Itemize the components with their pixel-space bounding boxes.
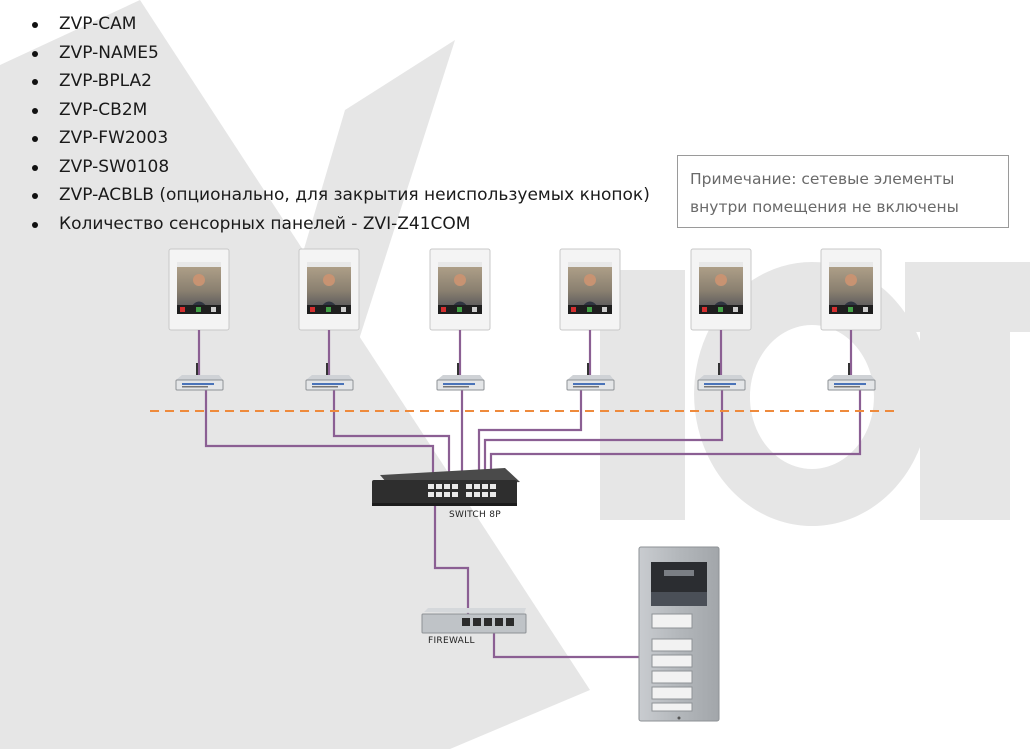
list-item: ZVP-NAME5 (30, 39, 650, 68)
panel-router-cables (197, 330, 853, 380)
router (436, 363, 485, 391)
door-station (638, 546, 720, 722)
watermark-letter-t-stem (920, 262, 1010, 520)
list-item: ZVP-CAM (30, 10, 650, 39)
routers (175, 363, 876, 391)
list-item: ZVP-CB2M (30, 96, 650, 125)
router (566, 363, 615, 391)
door-station-name-plate (651, 613, 693, 629)
touch-panels (168, 248, 882, 331)
bullet-icon (32, 50, 38, 57)
bullet-icon (32, 193, 38, 199)
bullet-icon (32, 107, 38, 114)
router (697, 363, 746, 391)
list-item-text: ZVP-ACBLB (опционально, для закрытия неи… (59, 185, 650, 205)
switch-firewall-cable (433, 506, 470, 625)
bullet-icon (32, 136, 38, 142)
list-item: ZVP-SW0108 (30, 153, 650, 182)
firewall-door-station-cable (492, 625, 650, 659)
list-item: ZVP-FW2003 (30, 124, 650, 153)
list-item-text: ZVP-CB2M (59, 99, 148, 120)
list-item-text: ZVP-CAM (59, 14, 137, 34)
router (827, 363, 876, 391)
bullet-icon (32, 22, 38, 28)
list-item: ZVP-BPLA2 (30, 67, 650, 96)
firewall-label: FIREWALL (428, 636, 475, 646)
list-item-text: ZVP-SW0108 (59, 156, 170, 177)
bullet-icon (32, 79, 38, 85)
bullet-icon (32, 164, 38, 171)
touch-panel (429, 248, 491, 331)
note-box: Примечание: сетевые элементы внутри поме… (677, 155, 1009, 228)
router (305, 363, 354, 391)
touch-panel (559, 248, 621, 331)
firewall-ports (462, 618, 514, 626)
firewall-device (421, 608, 527, 634)
door-station-call-buttons (651, 638, 693, 712)
list-item-text: Количество сенсорных панелей - ZVI-Z41CO… (59, 213, 471, 234)
switch-ports (428, 484, 496, 497)
components-list: ZVP-CAM ZVP-NAME5 ZVP-BPLA2 ZVP-CB2M ZVP… (30, 10, 650, 238)
switch-label: SWITCH 8P (449, 510, 502, 520)
note-line-1: Примечание: сетевые элементы (690, 170, 955, 188)
list-item: Количество сенсорных панелей - ZVI-Z41CO… (30, 210, 650, 239)
touch-panel (820, 248, 882, 331)
bullet-icon (32, 221, 38, 228)
router (175, 363, 224, 391)
list-item: ZVP-ACBLB (опционально, для закрытия неи… (30, 181, 650, 210)
touch-panel (298, 248, 360, 331)
network-switch (372, 468, 520, 506)
list-item-text: ZVP-NAME5 (59, 42, 159, 63)
list-item-text: ZVP-BPLA2 (59, 71, 152, 91)
touch-panel (168, 248, 230, 331)
list-item-text: ZVP-FW2003 (59, 128, 169, 148)
touch-panel (690, 248, 752, 331)
note-line-2: внутри помещения не включены (690, 198, 959, 216)
